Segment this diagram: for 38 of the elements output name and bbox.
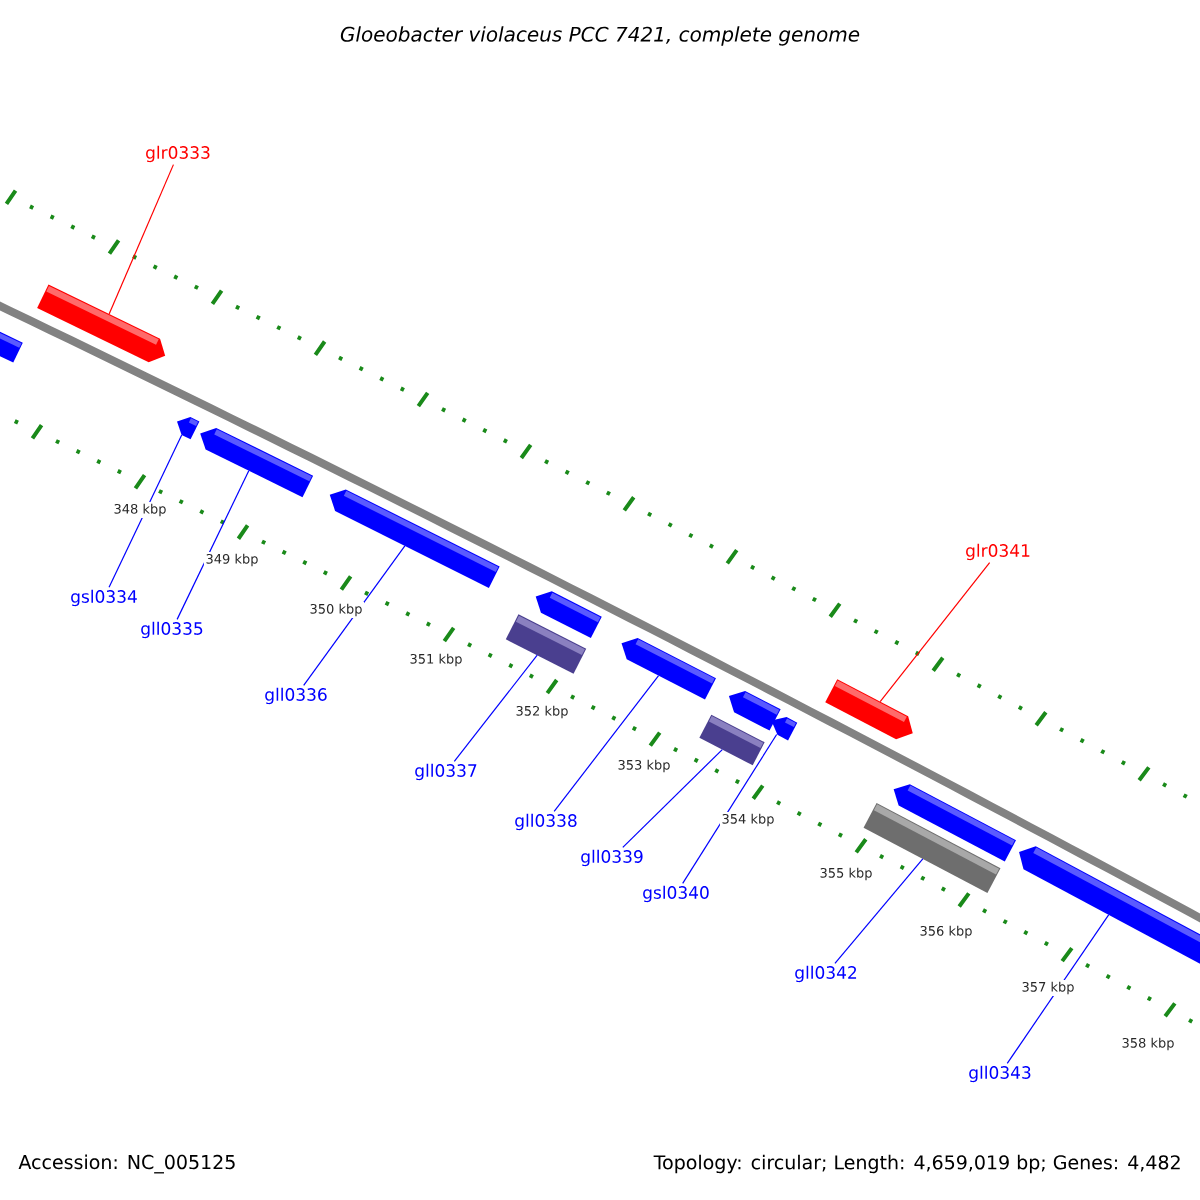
gene-feature — [37, 284, 166, 363]
gene-feature — [329, 489, 500, 588]
gene-label: gll0336 — [265, 687, 327, 705]
leader-line — [108, 434, 183, 588]
gene-label: gll0338 — [515, 813, 577, 831]
gene-feature — [1019, 846, 1200, 968]
gene-feature — [825, 679, 913, 740]
gene-feature — [621, 637, 716, 700]
leader-line — [176, 470, 250, 620]
leader-line — [682, 733, 778, 884]
leader-line — [622, 749, 723, 848]
leader-line — [879, 562, 991, 703]
leader-line — [1006, 914, 1110, 1064]
gene-feature — [0, 330, 23, 363]
gene-feature — [699, 714, 765, 766]
gene-feature — [728, 690, 781, 731]
footer-text: Accession: NC_005125 — [18, 1154, 235, 1174]
gene-label: gsl0340 — [643, 885, 709, 903]
gene-label: glr0341 — [966, 543, 1030, 561]
gene-label: gll0343 — [969, 1065, 1031, 1083]
gene-label: glr0333 — [146, 145, 210, 163]
gene-feature — [177, 417, 200, 440]
gene-feature — [200, 428, 314, 498]
gene-feature — [535, 591, 602, 639]
gene-feature — [893, 784, 1016, 862]
gene-feature — [771, 717, 798, 741]
leader-line — [108, 164, 175, 315]
gene-label: gsl0334 — [71, 589, 137, 607]
gene-label: gll0337 — [415, 763, 477, 781]
leader-line — [553, 675, 660, 812]
title: Gloeobacter violaceus PCC 7421, complete genome — [340, 26, 860, 46]
leader-line — [453, 654, 538, 762]
gene-label: gll0339 — [581, 849, 643, 867]
footer-text: Topology: circular; Length: 4,659,019 bp; Genes: 4,482 — [653, 1154, 1180, 1174]
gene-label: gll0335 — [141, 621, 203, 639]
gene-label: gll0342 — [795, 965, 857, 983]
leader-line — [303, 545, 406, 686]
leader-line — [834, 858, 924, 964]
